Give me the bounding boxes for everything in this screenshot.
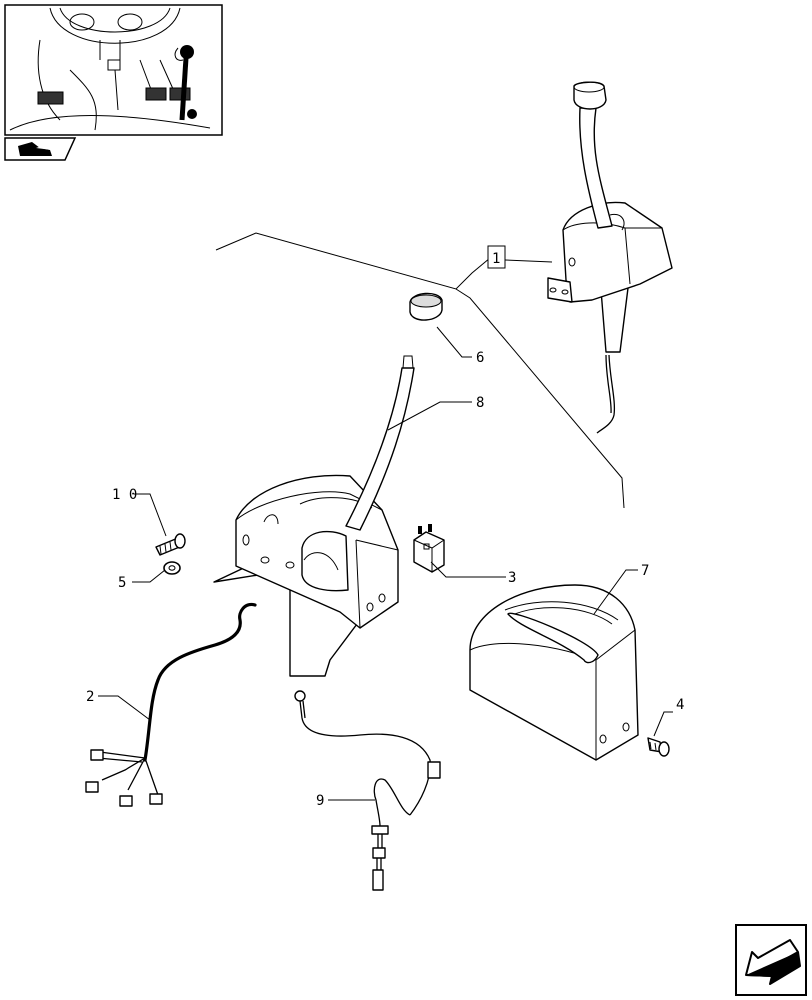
callout-5: 5 [118,575,126,591]
callout-4: 4 [676,697,684,713]
screw [647,737,670,757]
callout-6: 6 [476,350,484,366]
lever-cover [469,584,639,761]
location-thumbnail [4,4,223,136]
washer [163,561,181,575]
callout-3: 3 [508,570,516,586]
callout-labels: 1 2 3 4 5 6 7 8 9 1 0 [86,251,684,809]
callout-2: 2 [86,689,94,705]
knob [409,292,443,321]
leader-lines [98,245,673,801]
callout-1: 1 [492,251,500,267]
callout-8: 8 [476,395,484,411]
tractor-model-icon [4,137,77,161]
control-cable [294,690,441,891]
switch [413,524,445,573]
callout-10: 1 0 [112,487,137,503]
wiring-harness [85,602,257,807]
assembly-reference-line [215,232,625,509]
next-page-arrow-icon[interactable] [735,924,807,996]
bolt [155,533,186,556]
callout-7: 7 [641,563,649,579]
callout-9: 9 [316,793,324,809]
lever-bracket [213,355,415,677]
lever-assembly [547,81,673,434]
